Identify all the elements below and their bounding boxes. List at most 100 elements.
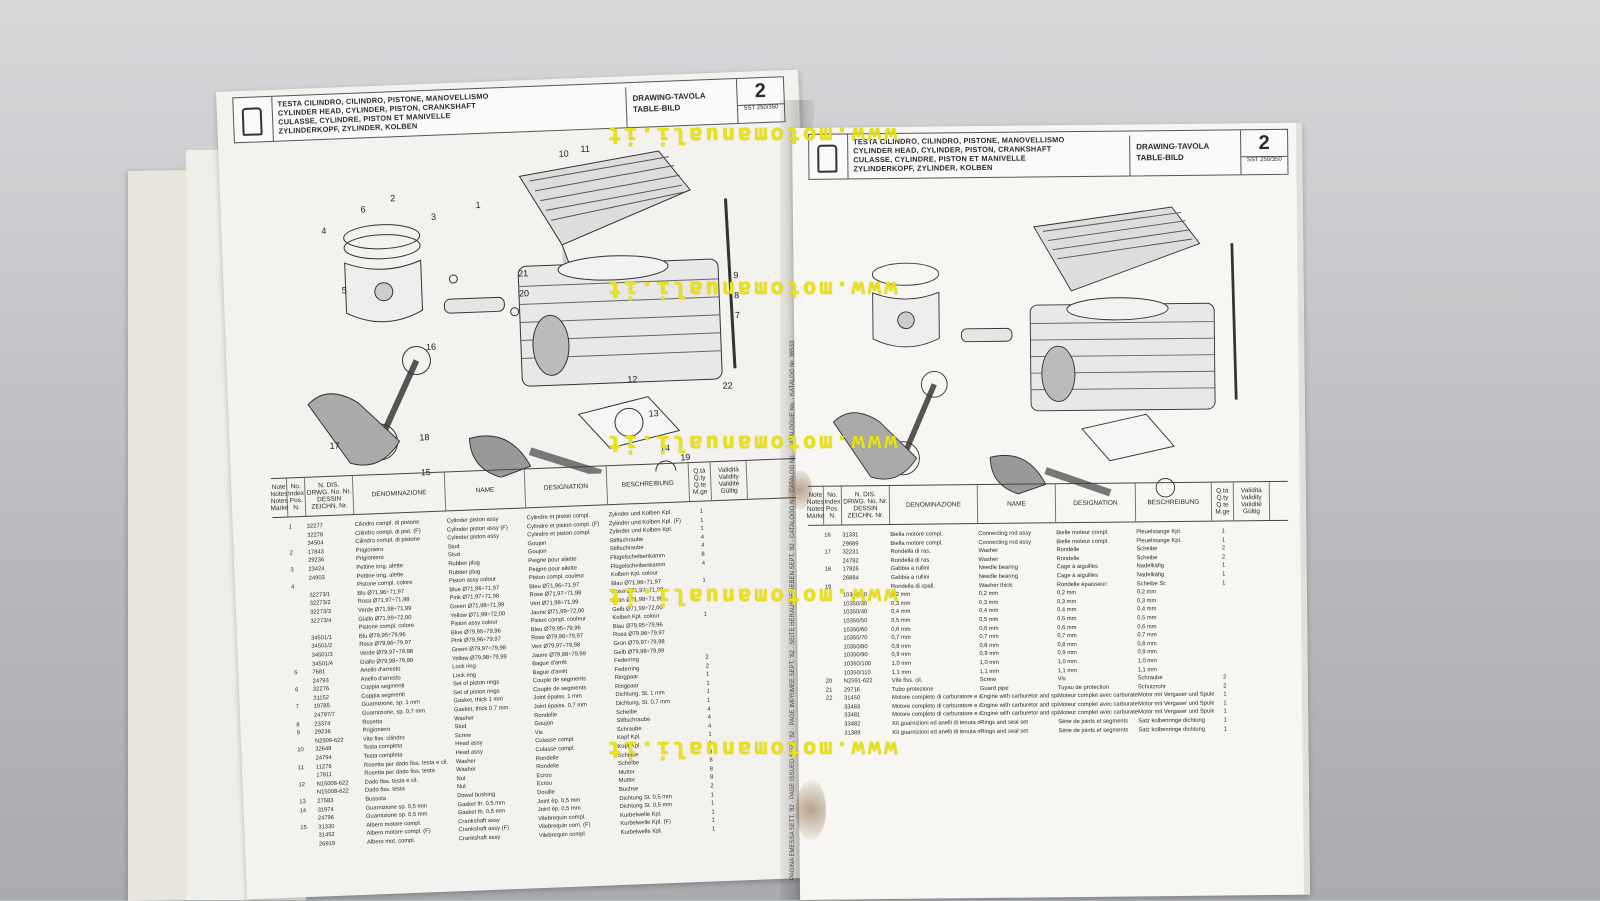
cell-note: [285, 841, 301, 850]
cell-qty: 2: [1221, 554, 1226, 561]
cell-qty: 1: [1223, 708, 1227, 715]
cell-note: [810, 686, 826, 695]
table-number: 2: [754, 79, 767, 103]
drawing-label-line2: TABLE-BILD: [1136, 152, 1184, 163]
col-qty: Q.tà Q.ty Q.te M.ge: [688, 462, 713, 502]
callout-8: 8: [734, 290, 739, 300]
cell-qty: 1: [711, 826, 716, 833]
callout-21: 21: [518, 268, 528, 278]
cell-pos: 20: [825, 678, 833, 685]
cell-pos: [825, 626, 843, 635]
cell-it: Kit guarnizioni ed anelli di tenuta moto…: [892, 728, 981, 736]
cell-en: Crankshaft assy: [458, 834, 501, 843]
cell-pos: [825, 617, 843, 626]
cell-pos: 22: [825, 695, 833, 702]
cell-qty: 2: [1221, 545, 1226, 552]
cell-qty: [1213, 596, 1235, 605]
cell-note: [808, 549, 824, 558]
cell-note: [810, 661, 826, 670]
callout-7: 7: [735, 310, 740, 320]
callout-22: 22: [722, 380, 732, 390]
cell-qty: 1: [1223, 691, 1227, 698]
callout-5: 5: [342, 285, 347, 295]
callout-19: 19: [680, 452, 690, 462]
col-pos: No. Index Pos. N.: [823, 486, 843, 525]
cell-note: [810, 695, 826, 704]
watermark-text: www.motomanuali.it: [605, 276, 898, 301]
cell-pos: [825, 643, 843, 652]
drawing-label: DRAWING-TAVOLA TABLE-BILD: [1129, 134, 1240, 176]
cell-note: [810, 721, 826, 730]
brand-logo-icon: [231, 96, 274, 143]
table-number: 2: [1258, 131, 1270, 155]
watermark-text: www.motomanuali.it: [605, 736, 898, 761]
cell-pos: [826, 721, 844, 730]
cell-de: Satz kolbenringe dichtung: [1138, 726, 1206, 734]
parts-table: Note Notes Notes Marke No. Index Pos. N.…: [806, 480, 1291, 738]
col-name: NAME: [444, 469, 527, 511]
callout-4: 4: [321, 226, 326, 236]
cell-de: Kurbelwelle Kpl.: [620, 828, 663, 836]
callout-17: 17: [329, 441, 339, 451]
cell-qty: 1: [1222, 580, 1226, 587]
callout-13: 13: [648, 408, 658, 418]
col-beschreibung: BESCHREIBUNG: [606, 463, 691, 505]
cell-qty: 2: [1223, 674, 1227, 681]
cell-qty: [1213, 648, 1235, 657]
cell-note: [809, 626, 825, 635]
cell-pos: 18: [824, 566, 832, 574]
col-drawing-number: N. DIS. DRWG. No. Nr. DESSIN ZEICHN. Nr.: [304, 476, 355, 516]
cell-note: [809, 652, 825, 661]
cell-note: [809, 566, 825, 575]
col-validity: Validità Validity Validité Gültig: [710, 460, 749, 501]
callout-14: 14: [660, 443, 670, 453]
cell-fr: Vilebrequin compl.: [538, 831, 587, 840]
right-page: TESTA CILINDRO, CILINDRO, PISTONE, MANOV…: [792, 122, 1311, 900]
cell-pos: 16: [824, 532, 831, 539]
cell-pos: [826, 712, 844, 721]
model-code: SST 250/350: [1241, 155, 1288, 164]
callout-16: 16: [426, 342, 436, 352]
cell-qty: 1: [1223, 717, 1227, 724]
model-code: SST 250/350: [737, 103, 785, 112]
callout-12: 12: [627, 374, 637, 384]
callout-18: 18: [419, 432, 429, 442]
drawing-label: DRAWING-TAVOLA TABLE-BILD: [625, 83, 737, 128]
cell-note: [809, 635, 825, 644]
col-designation: DESIGNATION: [524, 466, 609, 508]
cell-drawing-number: 26919: [318, 840, 336, 848]
col-validity: Validità Validity Validité Gültig: [1233, 482, 1271, 521]
cell-pos: [825, 574, 843, 583]
cell-pos: [826, 660, 844, 669]
cell-pos: [826, 703, 844, 712]
cell-qty: [1214, 665, 1236, 674]
cell-pos: [825, 652, 843, 661]
left-page: TESTA CILINDRO, CILINDRO, PISTONE, MANOV…: [216, 69, 830, 900]
callout-3: 3: [431, 212, 436, 222]
cell-note: [809, 643, 825, 652]
cell-qty: [1213, 622, 1235, 631]
cell-note: [809, 609, 825, 618]
cell-note: [808, 540, 824, 549]
cell-qty: [1214, 656, 1236, 665]
col-designation: DESIGNATION: [1055, 483, 1137, 523]
col-denominazione: DENOMINAZIONE: [352, 472, 447, 515]
cell-note: [810, 678, 826, 687]
cell-pos: [826, 669, 844, 678]
parts-table-header: Note Notes Notes Marke No. Index Pos. N.…: [806, 480, 1289, 526]
callout-10: 10: [558, 149, 568, 159]
cell-pos: [825, 609, 843, 618]
cell-pos: [825, 635, 843, 644]
col-pos: No. Index Pos. N.: [286, 477, 307, 517]
watermark-text: www.motomanuali.it: [605, 430, 898, 455]
cell-qty: 1: [1222, 571, 1226, 578]
cell-qty: [1213, 631, 1235, 640]
cell-qty: 2: [1223, 683, 1227, 690]
cell-qty: 1: [1223, 700, 1227, 707]
cell-note: [808, 557, 824, 566]
callout-1: 1: [475, 200, 480, 210]
cell-pos: [824, 540, 842, 549]
cell-note: [810, 669, 826, 678]
cell-qty: 1: [1221, 562, 1226, 569]
